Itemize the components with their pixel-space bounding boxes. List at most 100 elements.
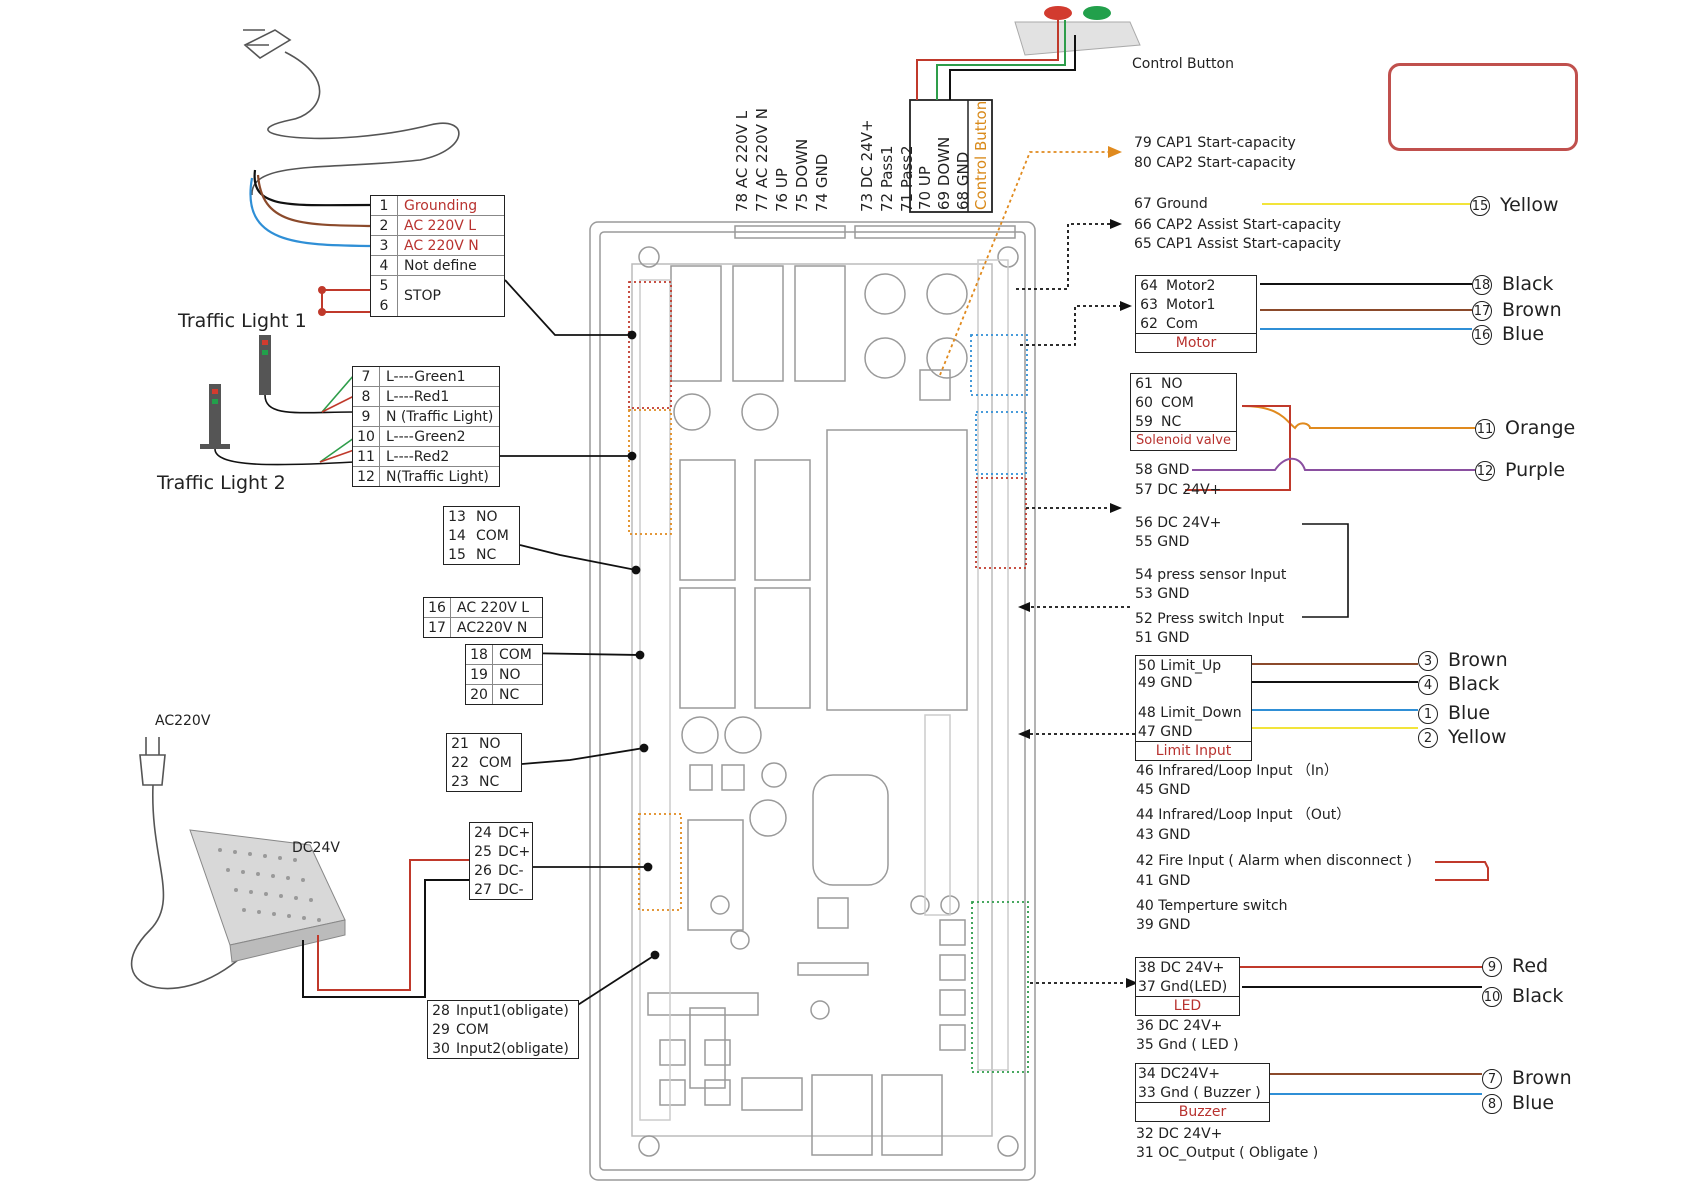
- terminal-78-label: 78 AC 220V L: [733, 110, 751, 212]
- infrared-in-label: 46 Infrared/Loop Input （In）: [1136, 763, 1338, 779]
- dc24v-power-supply: [189, 829, 346, 963]
- press-sensor-label: 54 press sensor Input: [1135, 567, 1287, 583]
- arrow-heads: [1018, 219, 1138, 988]
- right-dotted-arrows: [1016, 223, 1135, 984]
- control-button-wires: [916, 20, 1076, 100]
- limit-caption: Limit Input: [1136, 741, 1251, 760]
- assist-66-label: 66 CAP2 Assist Start-capacity: [1134, 217, 1342, 233]
- power-plug-top: [243, 29, 460, 196]
- infrared-out-label: 44 Infrared/Loop Input （Out）: [1136, 807, 1351, 823]
- terminal-70-label: 70 UP: [916, 166, 934, 210]
- terminal-69-label: 69 DOWN: [935, 136, 953, 210]
- control-button-label: Control Button: [1132, 56, 1234, 72]
- dc-56-label: 56 DC 24V+: [1135, 515, 1222, 531]
- terminal-74-label: 74 GND: [813, 153, 831, 212]
- solenoid-caption: Solenoid valve: [1131, 431, 1236, 450]
- buzzer-caption: Buzzer: [1136, 1102, 1269, 1121]
- speech-bubble: [1388, 63, 1578, 151]
- buzzer-block: 34 DC24V+ 33 Gnd ( Buzzer ) Buzzer: [1135, 1063, 1270, 1122]
- terminal-75-label: 75 DOWN: [793, 138, 811, 212]
- terminal-73-label: 73 DC 24V+: [858, 119, 876, 212]
- stop-wires: [318, 286, 370, 316]
- fire-input-label: 42 Fire Input ( Alarm when disconnect ): [1136, 853, 1413, 869]
- press-switch-bracket: [1302, 523, 1349, 618]
- control-button-device: [909, 6, 1141, 213]
- dc-supply-wires: [302, 859, 474, 998]
- stop-label: STOP: [404, 288, 441, 304]
- gnd-39-label: 39 GND: [1136, 917, 1191, 933]
- capacitor-arrow: [939, 146, 1122, 376]
- right-color-wires: [1185, 203, 1489, 1095]
- terminal-71-label: 71 Pass2: [898, 145, 916, 212]
- terminal-68-label: 68 GND: [954, 151, 972, 210]
- control-box-caption: Control Button: [972, 100, 990, 210]
- gnd-43-label: 43 GND: [1136, 827, 1191, 843]
- ac220v-label: AC220V: [155, 713, 211, 729]
- gnd-58-label: 58 GND: [1135, 462, 1190, 478]
- traffic-light-2-icon: [200, 384, 230, 449]
- press-switch-label: 52 Press switch Input: [1135, 611, 1284, 627]
- ground-67-label: 67 Ground: [1134, 196, 1208, 212]
- traffic-light-2-label: Traffic Light 2: [157, 472, 286, 494]
- controller-board: [589, 221, 1036, 1181]
- led-block: 38 DC 24V+ 37 Gnd(LED) LED: [1135, 957, 1240, 1016]
- power-plug-bottom: [130, 737, 259, 990]
- traffic-light-1-icon: [259, 335, 271, 395]
- traffic-light-wires: [214, 374, 355, 466]
- gnd-45-label: 45 GND: [1136, 782, 1191, 798]
- power-cable-wires: [249, 169, 371, 248]
- dc-36-label: 36 DC 24V+: [1136, 1018, 1223, 1034]
- assist-65-label: 65 CAP1 Assist Start-capacity: [1134, 236, 1342, 252]
- left-leader-lines: [500, 279, 660, 1011]
- traffic-light-1-label: Traffic Light 1: [178, 310, 307, 332]
- dc-57-label: 57 DC 24V+: [1135, 482, 1222, 498]
- cap2-label: 80 CAP2 Start-capacity: [1134, 155, 1296, 171]
- motor-caption: Motor: [1136, 333, 1256, 352]
- dc-32-label: 32 DC 24V+: [1136, 1126, 1223, 1142]
- oc-output-label: 31 OC_Output ( Obligate ): [1136, 1145, 1319, 1161]
- dc24v-label: DC24V: [292, 840, 340, 856]
- temperature-switch-label: 40 Temperture switch: [1136, 898, 1288, 914]
- gnd-53-label: 53 GND: [1135, 586, 1190, 602]
- gnd-35-label: 35 Gnd ( LED ): [1136, 1037, 1239, 1053]
- cap1-label: 79 CAP1 Start-capacity: [1134, 135, 1296, 151]
- led-caption: LED: [1136, 996, 1239, 1015]
- limit-input-block: 50 Limit_Up 49 GND 48 Limit_Down 47 GND …: [1135, 655, 1252, 761]
- gnd-41-label: 41 GND: [1136, 873, 1191, 889]
- terminal-77-label: 77 AC 220V N: [753, 108, 771, 212]
- gnd-55-label: 55 GND: [1135, 534, 1190, 550]
- terminal-highlights: [628, 281, 1029, 1073]
- terminal-76-label: 76 UP: [773, 168, 791, 212]
- terminal-72-label: 72 Pass1: [878, 145, 896, 212]
- gnd-51-label: 51 GND: [1135, 630, 1190, 646]
